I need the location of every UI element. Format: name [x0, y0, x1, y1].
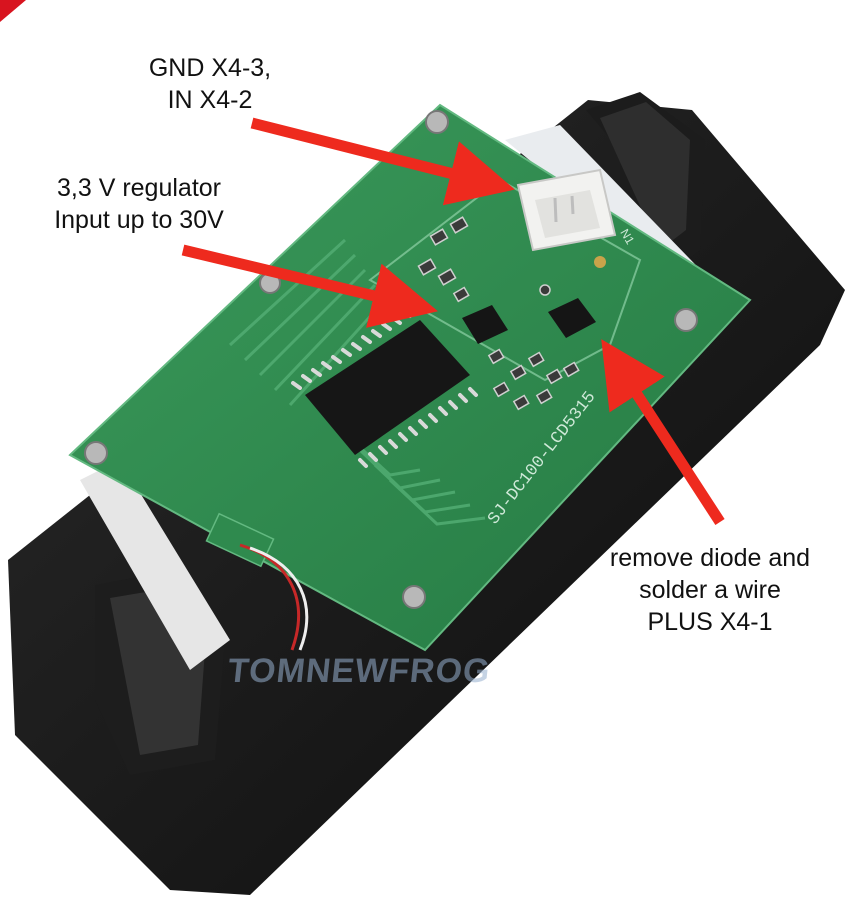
annotation-arrows [181, 117, 725, 525]
connector-label: N1 [617, 227, 637, 248]
connector-n1 [516, 168, 617, 268]
pcb-board: SJ-DC100-LCD5315 N1 [68, 103, 752, 652]
arrow-diode-icon [601, 339, 725, 525]
main-ic [291, 309, 478, 468]
callout-line: Input up to 30V [54, 206, 224, 234]
callout-line: 3,3 V regulator [57, 174, 221, 202]
callout-diode: remove diode and solder a wire PLUS X4-1 [590, 542, 830, 638]
watermark: TOMNEWFROG [226, 652, 493, 690]
corner-ribbon [0, 0, 26, 22]
arrow-regulator-icon [181, 244, 438, 328]
regulator-chip [462, 305, 508, 344]
diode-chip [548, 298, 596, 338]
callout-line: PLUS X4-1 [647, 608, 773, 636]
screws [84, 110, 698, 609]
arrow-gnd-icon [250, 117, 515, 206]
callout-line: solder a wire [639, 576, 781, 604]
callout-regulator: 3,3 V regulator Input up to 30V [34, 172, 244, 236]
callout-line: GND X4-3, [148, 54, 272, 82]
callout-gnd-in: GND X4-3, IN X4-2 [120, 52, 300, 116]
callout-line: remove diode and [609, 544, 811, 572]
callout-line: IN X4-2 [167, 86, 253, 114]
